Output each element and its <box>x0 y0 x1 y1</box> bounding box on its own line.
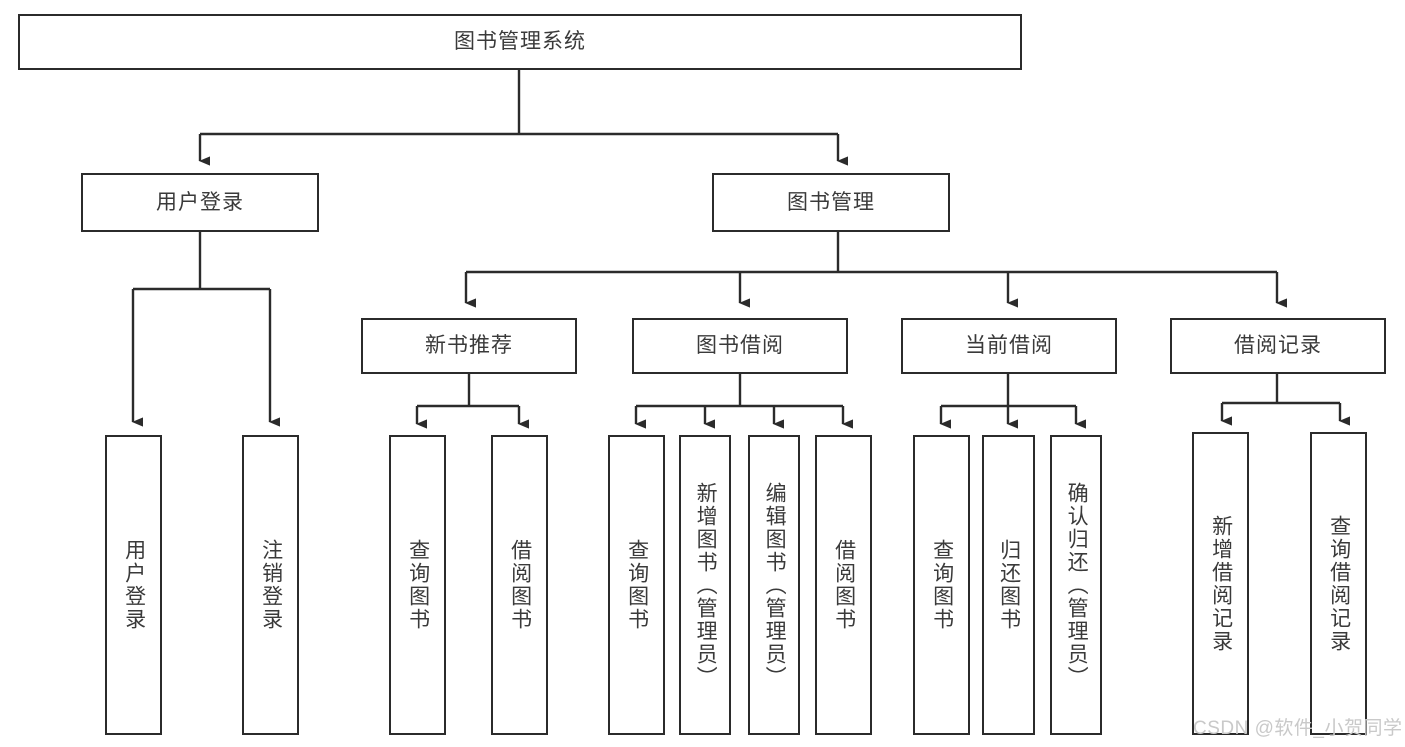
node-user-login-label: 用户登录 <box>156 190 244 214</box>
node-current-borrow-label: 当前借阅 <box>965 334 1053 358</box>
node-leaf-logout-login[interactable]: 注销登录 <box>242 435 299 735</box>
node-leaf-borrow-book-1[interactable]: 借阅图书 <box>491 435 548 735</box>
node-leaf-add-book-label: 新增图书（管理员） <box>694 481 718 689</box>
node-borrow-record[interactable]: 借阅记录 <box>1170 318 1386 374</box>
node-leaf-borrow-book-2-label: 借阅图书 <box>832 539 856 631</box>
node-leaf-query-book-2[interactable]: 查询图书 <box>608 435 665 735</box>
node-leaf-borrow-book-1-label: 借阅图书 <box>508 539 532 631</box>
node-leaf-borrow-book-2[interactable]: 借阅图书 <box>815 435 872 735</box>
node-leaf-edit-book[interactable]: 编辑图书（管理员） <box>748 435 800 735</box>
node-leaf-query-record-label: 查询借阅记录 <box>1327 514 1351 653</box>
node-leaf-query-book-2-label: 查询图书 <box>625 539 649 631</box>
node-borrow-record-label: 借阅记录 <box>1234 334 1322 358</box>
node-root-label: 图书管理系统 <box>454 30 586 54</box>
node-leaf-query-book-1[interactable]: 查询图书 <box>389 435 446 735</box>
node-book-manage[interactable]: 图书管理 <box>712 173 950 232</box>
node-leaf-confirm-return[interactable]: 确认归还（管理员） <box>1050 435 1102 735</box>
node-book-manage-label: 图书管理 <box>787 190 875 214</box>
node-user-login[interactable]: 用户登录 <box>81 173 319 232</box>
node-book-borrow-label: 图书借阅 <box>696 334 784 358</box>
node-leaf-logout-login-label: 注销登录 <box>259 539 283 631</box>
node-leaf-user-login[interactable]: 用户登录 <box>105 435 162 735</box>
node-current-borrow[interactable]: 当前借阅 <box>901 318 1117 374</box>
node-leaf-user-login-label: 用户登录 <box>122 539 146 631</box>
node-leaf-query-book-3[interactable]: 查询图书 <box>913 435 970 735</box>
node-new-book-recommend[interactable]: 新书推荐 <box>361 318 577 374</box>
node-leaf-return-book-label: 归还图书 <box>997 539 1021 631</box>
node-leaf-query-book-1-label: 查询图书 <box>406 539 430 631</box>
node-leaf-query-book-3-label: 查询图书 <box>930 539 954 631</box>
node-new-book-recommend-label: 新书推荐 <box>425 334 513 358</box>
node-leaf-add-record-label: 新增借阅记录 <box>1209 514 1233 653</box>
node-leaf-confirm-return-label: 确认归还（管理员） <box>1065 481 1089 689</box>
node-leaf-return-book[interactable]: 归还图书 <box>982 435 1035 735</box>
node-leaf-add-record[interactable]: 新增借阅记录 <box>1192 432 1249 735</box>
node-book-borrow[interactable]: 图书借阅 <box>632 318 848 374</box>
node-leaf-query-record[interactable]: 查询借阅记录 <box>1310 432 1367 735</box>
node-leaf-add-book[interactable]: 新增图书（管理员） <box>679 435 731 735</box>
node-root[interactable]: 图书管理系统 <box>18 14 1022 70</box>
node-leaf-edit-book-label: 编辑图书（管理员） <box>763 481 787 689</box>
